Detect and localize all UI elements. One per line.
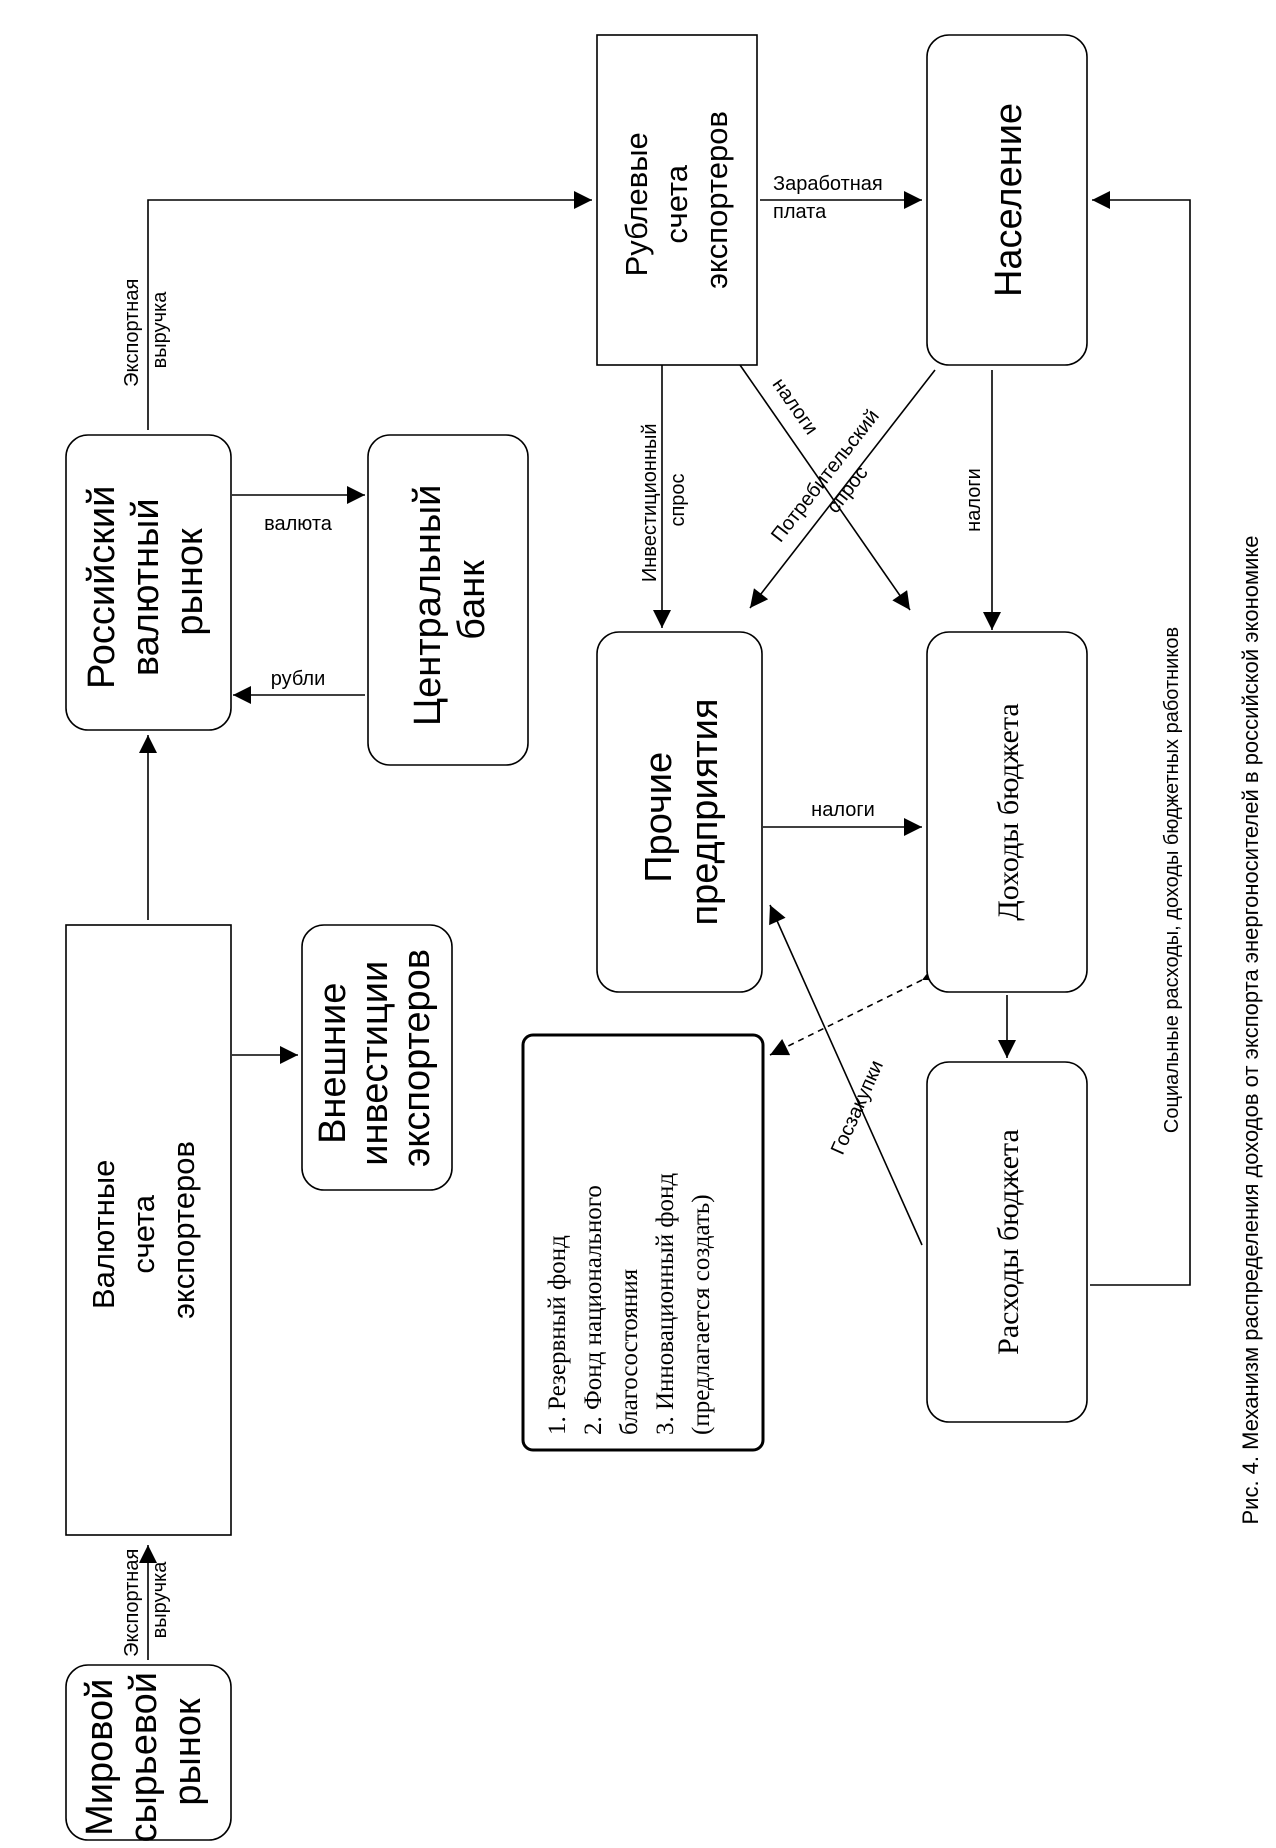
label-export-revenue-top: Экспортная выручка [121, 273, 171, 387]
label-taxes-ruble-accounts: налоги [768, 374, 823, 439]
node-external-investments-label: Внешние инвестиции экспортеров [312, 949, 438, 1167]
label-export-revenue-bottom: Экспортная выручка [121, 1543, 171, 1657]
node-central-bank: Центральный банк [367, 434, 529, 766]
node-ruble-accounts: Рублевые счета экспортеров [596, 34, 758, 366]
node-other-enterprises: Прочие предприятия [596, 631, 763, 993]
node-budget-revenues: Доходы бюджета [926, 631, 1088, 993]
node-budget-expenses-label: Расходы бюджета [992, 1129, 1025, 1355]
label-wages: Заработная плата [773, 173, 888, 223]
arrow-fx-market-to-ruble-accounts [147, 191, 592, 430]
node-fx-accounts: Валютные счета экспортеров [65, 924, 232, 1536]
node-world-market-label: Мировой сырьевой рынок [79, 1661, 209, 1842]
figure-caption: Рис. 4. Механизм распределения доходов о… [1238, 536, 1263, 1525]
node-central-bank-label: Центральный банк [407, 474, 493, 726]
label-taxes-population: налоги [963, 468, 985, 532]
arrow-expenses-to-enterprises [769, 904, 923, 1246]
label-procurement: Госзакупки [827, 1057, 888, 1158]
node-russian-fx-market: Российский валютный рынок [65, 434, 232, 731]
node-world-market: Мировой сырьевой рынок [65, 1661, 232, 1843]
arrow-expenses-to-population [1090, 191, 1191, 1286]
arrow-revenues-funds-dashed [769, 963, 943, 1056]
node-funds-label: 1. Резервный фонд 2. Фонд национального … [544, 1167, 715, 1435]
label-investment-demand: Инвестиционный спрос [639, 418, 689, 582]
arrow-population-to-enterprises [749, 369, 936, 609]
label-consumer-demand: Потребительский спрос [767, 401, 908, 562]
arrow-ruble-accounts-to-budget-revenues [739, 364, 911, 611]
node-budget-revenues-label: Доходы бюджета [992, 703, 1025, 921]
label-taxes-enterprises: налоги [811, 799, 875, 821]
node-external-investments: Внешние инвестиции экспортеров [301, 924, 453, 1191]
node-population: Население [926, 34, 1088, 366]
node-ruble-accounts-label: Рублевые счета экспортеров [619, 111, 734, 289]
node-russian-fx-market-label: Российский валютный рынок [81, 475, 211, 689]
label-social-expenses: Социальные расходы, доходы бюджетных раб… [1161, 627, 1183, 1133]
node-fx-accounts-label: Валютные счета экспортеров [86, 1141, 201, 1319]
edges [139, 191, 1191, 1660]
node-budget-expenses: Расходы бюджета [926, 1061, 1088, 1423]
node-other-enterprises-label: Прочие предприятия [638, 699, 726, 926]
node-funds: 1. Резервный фонд 2. Фонд национального … [521, 1033, 765, 1452]
node-population-label: Население [988, 103, 1030, 297]
label-rubles: рубли [271, 668, 326, 690]
label-currency: валюта [264, 513, 333, 535]
